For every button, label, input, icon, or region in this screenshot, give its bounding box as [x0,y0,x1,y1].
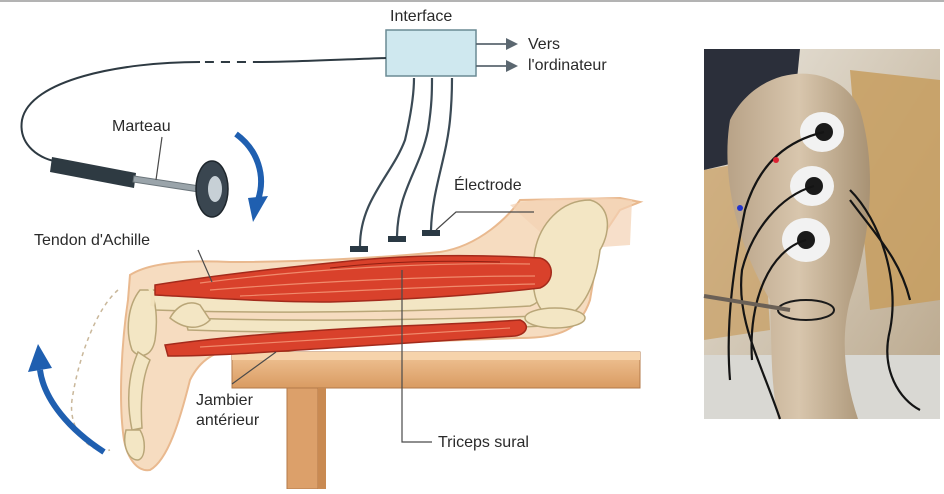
label-to-computer-line1: Vers [528,36,560,54]
foot-motion-arrow [28,344,104,452]
label-electrode: Électrode [454,177,522,195]
to-computer-arrows [476,38,518,72]
table [232,352,640,489]
electrodes [350,230,440,252]
hammer-motion-arrow [236,134,268,222]
electrode-wires [360,78,452,246]
label-hammer: Marteau [112,118,171,136]
label-interface: Interface [390,8,452,26]
label-to-computer-line2: l'ordinateur [528,57,607,75]
hammer [50,157,228,217]
label-tibialis-line2: antérieur [196,412,259,430]
leg-photo [704,49,940,419]
label-triceps-sural: Triceps sural [438,434,529,452]
hammer-cable [22,58,386,162]
label-achilles-tendon: Tendon d'Achille [34,232,150,250]
interface-box [386,30,476,76]
label-tibialis-line1: Jambier [196,392,253,410]
